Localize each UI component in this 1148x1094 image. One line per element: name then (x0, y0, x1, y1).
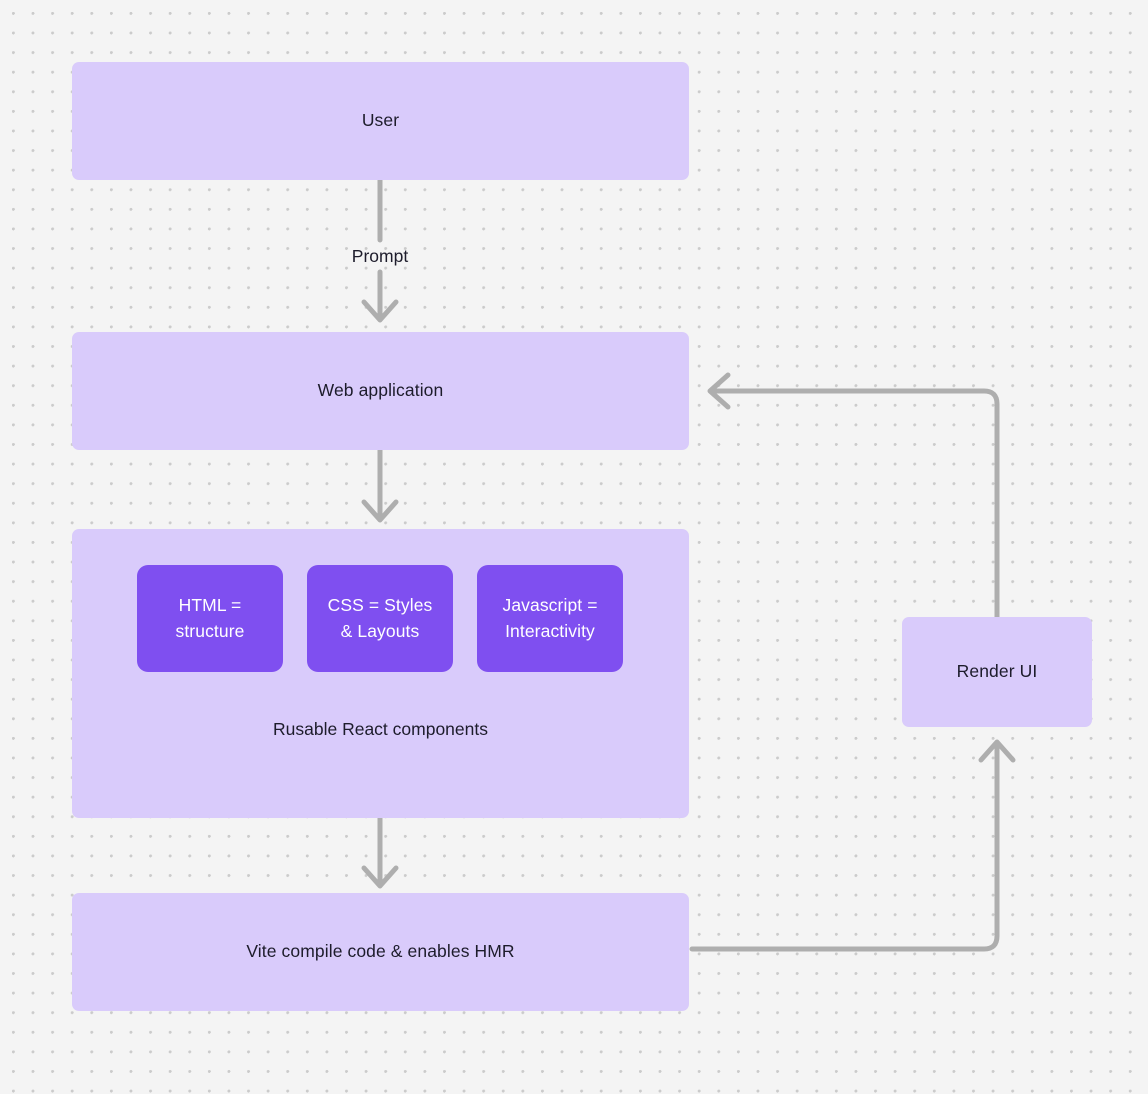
edge-components-to-vite (361, 815, 399, 889)
edge-render-ui-to-web-application (707, 372, 1000, 620)
node-vite-label: Vite compile code & enables HMR (246, 941, 515, 962)
node-css[interactable]: CSS = Styles & Layouts (307, 565, 453, 672)
node-html[interactable]: HTML = structure (137, 565, 283, 672)
node-javascript-label-line2: Interactivity (505, 620, 595, 641)
node-render-ui-label: Render UI (956, 661, 1038, 682)
edge-label-prompt: Prompt (351, 246, 409, 266)
node-web-application[interactable]: Web application (72, 332, 689, 450)
node-css-label-line2: & Layouts (340, 620, 420, 641)
node-javascript[interactable]: Javascript = Interactivity (477, 565, 623, 672)
edge-vite-to-render-ui (689, 739, 1016, 952)
node-web-application-label: Web application (317, 380, 444, 401)
node-html-label-line2: structure (175, 620, 245, 641)
node-html-label-line1: HTML = (178, 595, 242, 616)
node-user-label: User (361, 110, 400, 131)
node-vite[interactable]: Vite compile code & enables HMR (72, 893, 689, 1011)
node-javascript-label-line1: Javascript = (502, 595, 598, 616)
edge-web-application-to-components (361, 447, 399, 523)
node-render-ui[interactable]: Render UI (902, 617, 1092, 727)
node-css-label-line1: CSS = Styles (327, 595, 433, 616)
node-user[interactable]: User (72, 62, 689, 180)
node-components-container-caption: Rusable React components (273, 719, 488, 739)
